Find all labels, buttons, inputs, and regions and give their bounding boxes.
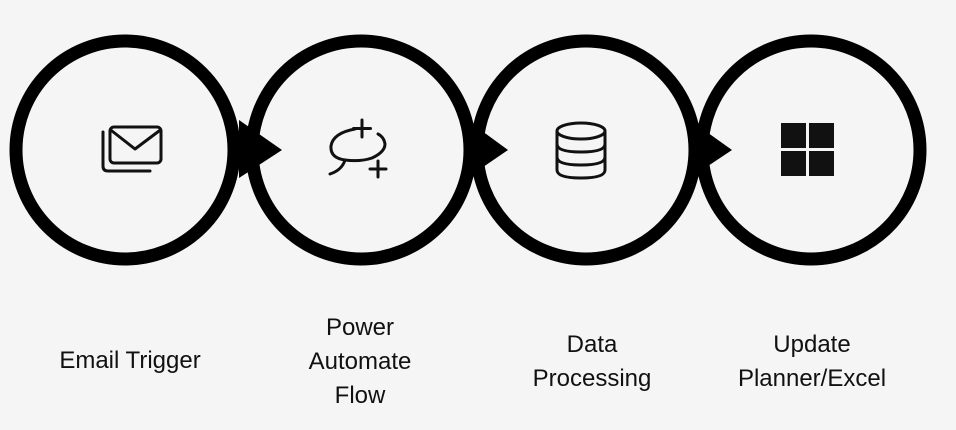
connector-arrow-3 bbox=[690, 120, 732, 178]
power-automate-icon bbox=[328, 118, 388, 179]
step-label-data-processing: Data Processing bbox=[532, 331, 652, 392]
connector-arrow-2 bbox=[467, 120, 508, 178]
step-ring-2 bbox=[245, 34, 477, 266]
database-icon bbox=[555, 121, 607, 180]
step-ring-3 bbox=[470, 34, 702, 266]
step-label-power-automate-flow: Power Automate Flow bbox=[308, 314, 412, 409]
windows-grid-icon bbox=[781, 123, 834, 176]
step-label-update-planner-excel: Update Planner/Excel bbox=[737, 331, 887, 392]
connector-arrow-1 bbox=[239, 120, 282, 178]
step-ring-4 bbox=[695, 34, 927, 266]
step-ring-1 bbox=[9, 34, 241, 266]
step-label-email-trigger: Email Trigger bbox=[59, 347, 201, 374]
email-icon bbox=[101, 125, 163, 173]
